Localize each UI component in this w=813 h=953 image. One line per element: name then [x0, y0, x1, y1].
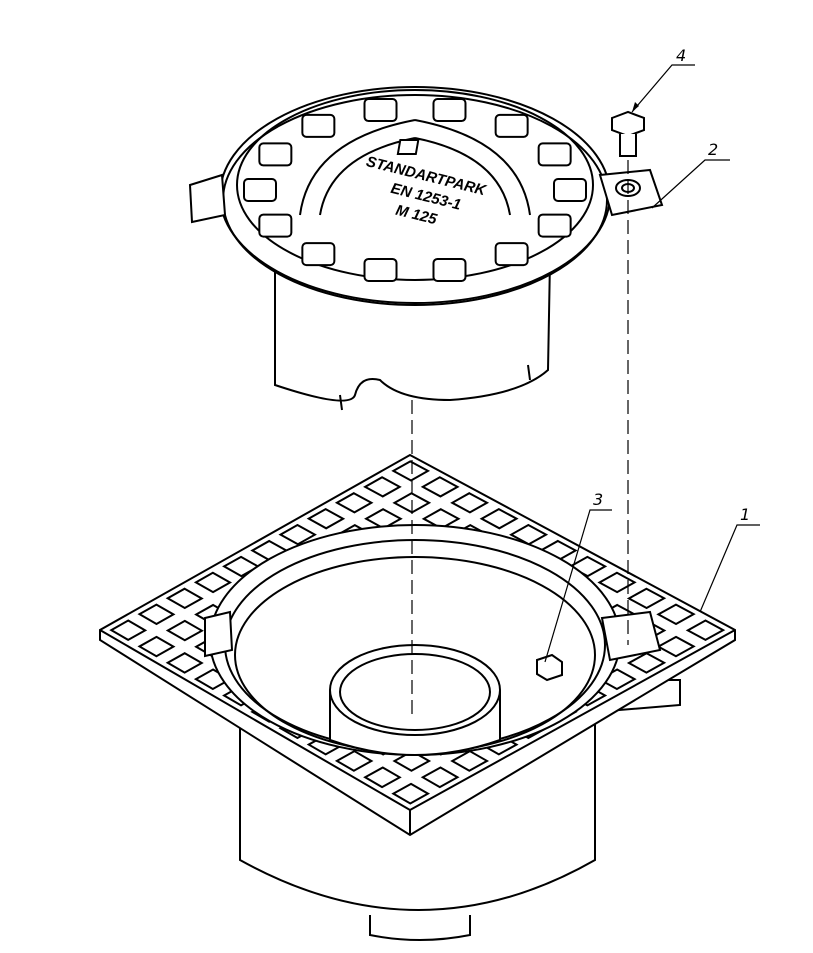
grate-square — [137, 635, 176, 658]
grate-square — [450, 492, 490, 514]
callout-3: 3 — [544, 490, 612, 663]
lid-slot — [494, 113, 529, 138]
svg-text:4: 4 — [676, 46, 686, 65]
grate-square — [685, 619, 726, 642]
cover-grate: STANDARTPARK EN 1253-1 M 125 — [188, 86, 664, 411]
grate-square — [626, 652, 667, 674]
grate-square — [626, 587, 667, 610]
lid-slot — [432, 98, 467, 123]
grate-square — [334, 492, 374, 514]
grate-square — [137, 603, 176, 626]
lid-slot — [432, 257, 467, 282]
callout-2: 2 — [651, 140, 730, 209]
callout-1: 1 — [699, 505, 760, 613]
bolt — [611, 110, 645, 157]
grate-square — [363, 476, 402, 498]
lid-slot — [537, 142, 572, 167]
grate-square — [656, 603, 696, 626]
grate-square — [420, 766, 460, 789]
lid-slot — [301, 242, 336, 267]
grate-square — [363, 766, 402, 789]
grate-square — [597, 571, 637, 594]
lid-slot — [258, 213, 293, 238]
grate-square — [306, 507, 346, 530]
grate-square — [479, 507, 519, 530]
lid-slot — [553, 178, 587, 202]
lid-slot-pattern — [243, 98, 587, 282]
svg-text:2: 2 — [708, 140, 718, 159]
grate-square — [567, 555, 608, 578]
grate-square — [278, 523, 317, 546]
grate-square — [165, 619, 204, 642]
callout-4: 4 — [631, 46, 695, 113]
grate-square — [420, 476, 460, 498]
svg-text:1: 1 — [740, 505, 750, 524]
grate-square — [656, 635, 696, 658]
lid-slot — [494, 242, 529, 267]
lid-slot — [363, 257, 398, 282]
lid-slot — [243, 178, 277, 202]
nut — [536, 653, 563, 682]
grate-square — [391, 460, 431, 482]
svg-text:3: 3 — [593, 490, 603, 509]
grate-square — [109, 619, 148, 642]
grate-square — [193, 571, 233, 594]
grate-frame — [99, 453, 736, 837]
lid-slot — [363, 98, 398, 123]
grate-square — [165, 587, 204, 610]
grate-square — [391, 782, 431, 805]
grate-square — [334, 750, 374, 772]
grate-square — [450, 750, 490, 772]
lid-slot — [537, 213, 572, 238]
lid-slot — [301, 113, 336, 138]
lid-slot — [258, 142, 293, 167]
grate-square — [165, 652, 204, 674]
grate-square — [392, 750, 432, 772]
